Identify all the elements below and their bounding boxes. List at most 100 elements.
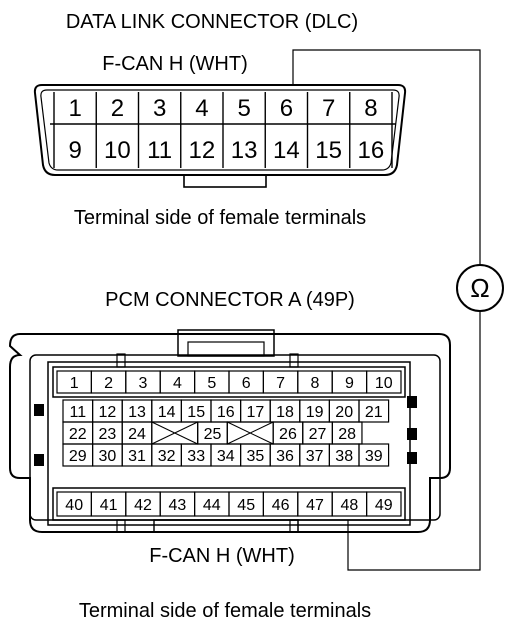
terminal-number: 33	[187, 448, 205, 465]
terminal-number: 7	[276, 375, 285, 392]
pcm-lock-right-2	[407, 428, 417, 440]
terminal-number: 13	[128, 404, 146, 421]
pcm-wire-label: F-CAN H (WHT)	[149, 545, 295, 567]
terminal-number: 9	[68, 137, 81, 164]
terminal-number: 42	[134, 497, 152, 514]
dlc-outer-shell	[33, 84, 407, 176]
terminal-number: 45	[237, 497, 255, 514]
pcm-row5-cell	[366, 491, 402, 517]
pcm-caption: Terminal side of female terminals	[79, 600, 371, 622]
pcm-peg-top-right	[289, 353, 299, 368]
pcm-connector	[8, 329, 451, 533]
ohmmeter-icon	[456, 264, 504, 312]
pcm-top-row-border	[52, 366, 406, 398]
terminal-number: 10	[104, 137, 131, 164]
terminal-number: 20	[335, 404, 353, 421]
terminal-number: 12	[99, 404, 117, 421]
terminal-number: 11	[69, 404, 86, 421]
dlc-caption: Terminal side of female terminals	[74, 207, 366, 229]
terminal-number: 34	[217, 448, 235, 465]
terminal-number: 19	[306, 404, 324, 421]
terminal-number: 2	[104, 375, 113, 392]
terminal-number: 26	[279, 426, 297, 443]
terminal-number: 18	[276, 404, 294, 421]
dlc-inner-shell	[40, 89, 400, 171]
terminal-number: 37	[306, 448, 324, 465]
terminal-number: 3	[153, 95, 166, 122]
pcm-row1-cell	[366, 370, 402, 394]
terminal-number: 14	[158, 404, 176, 421]
terminal-number: 43	[169, 497, 187, 514]
terminal-number: 36	[276, 448, 294, 465]
terminal-number: 17	[247, 404, 265, 421]
terminal-number: 35	[247, 448, 265, 465]
probe-wire-pcm	[347, 311, 481, 571]
terminal-number: 14	[273, 137, 300, 164]
terminal-number: 4	[195, 95, 208, 122]
ohm-symbol: Ω	[470, 273, 489, 303]
dlc-title: DATA LINK CONNECTOR (DLC)	[66, 11, 358, 33]
terminal-number: 22	[69, 426, 87, 443]
terminal-number: 9	[345, 375, 354, 392]
terminal-number: 39	[365, 448, 383, 465]
terminal-number: 12	[189, 137, 216, 164]
terminal-number: 38	[335, 448, 353, 465]
terminal-number: 6	[242, 375, 251, 392]
terminal-number: 8	[364, 95, 377, 122]
terminal-number: 11	[147, 137, 172, 164]
terminal-number: 3	[139, 375, 148, 392]
terminal-number: 49	[375, 497, 393, 514]
terminal-number: 28	[338, 426, 356, 443]
terminal-number: 31	[128, 448, 146, 465]
terminal-number: 27	[309, 426, 327, 443]
pcm-lock-left-2	[34, 454, 44, 466]
terminal-number: 30	[99, 448, 117, 465]
terminal-number: 16	[358, 137, 385, 164]
terminal-number: 21	[365, 404, 383, 421]
pcm-row2-cell	[358, 399, 390, 423]
pcm-lock-left-1	[34, 404, 44, 416]
blank-cross	[227, 421, 274, 445]
pcm-latch-slot	[187, 341, 265, 357]
terminal-number: 29	[69, 448, 87, 465]
terminal-number: 13	[231, 137, 258, 164]
terminal-number: 15	[315, 137, 342, 164]
terminal-number: 1	[68, 95, 81, 122]
terminal-number: 47	[306, 497, 324, 514]
terminal-number: 10	[375, 375, 393, 392]
terminal-number: 16	[217, 404, 235, 421]
probe-wire-dlc	[292, 49, 481, 265]
pcm-peg-bottom-left	[116, 519, 126, 533]
pcm-terminal-frame	[47, 361, 411, 526]
pcm-lock-right-1	[407, 396, 417, 408]
pcm-title: PCM CONNECTOR A (49P)	[105, 289, 355, 311]
terminal-number: 48	[341, 497, 359, 514]
terminal-number: 5	[207, 375, 216, 392]
terminal-number: 24	[128, 426, 146, 443]
terminal-number: 4	[173, 375, 182, 392]
pcm-row4-cell	[358, 443, 390, 467]
dlc-connector	[33, 84, 407, 188]
pcm-outer-housing	[8, 333, 451, 533]
terminal-number: 1	[70, 375, 79, 392]
terminal-number: 41	[100, 497, 118, 514]
pcm-lower-key	[153, 519, 299, 533]
pcm-peg-top-left	[116, 353, 126, 368]
pcm-lock-tabs	[34, 396, 417, 466]
dlc-wire-label: F-CAN H (WHT)	[102, 53, 248, 75]
pcm-peg-bottom-right	[289, 519, 299, 533]
terminal-number: 25	[204, 426, 222, 443]
dlc-key-tab	[183, 174, 267, 188]
terminal-number: 6	[280, 95, 293, 122]
terminal-number: 5	[237, 95, 250, 122]
terminal-number: 8	[311, 375, 320, 392]
terminal-number: 40	[65, 497, 83, 514]
pcm-lock-right-3	[407, 452, 417, 464]
terminal-number: 23	[99, 426, 117, 443]
terminal-number: 15	[187, 404, 205, 421]
blank-cross	[151, 421, 198, 445]
terminal-number: 7	[322, 95, 335, 122]
terminal-number: 32	[158, 448, 176, 465]
